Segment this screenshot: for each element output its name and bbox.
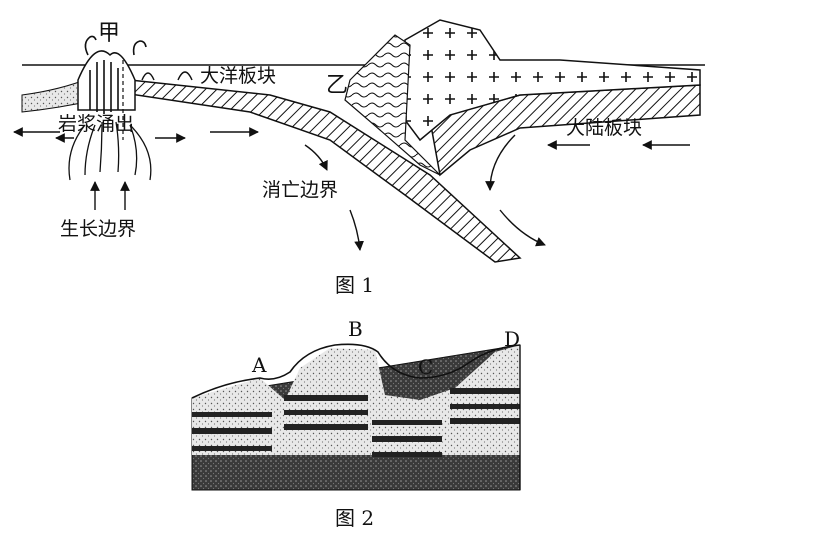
label-c: C — [418, 355, 433, 379]
figure-1-caption: 图 1 — [335, 273, 374, 297]
oceanic-plate-slab — [129, 79, 522, 263]
ridge-magma-lines — [89, 60, 119, 114]
figure-2: A B C D 图 2 — [191, 317, 521, 530]
label-b: B — [348, 317, 363, 341]
label-magma-upwelling: 岩浆涌出 — [58, 113, 134, 135]
ridge-vent-left — [84, 35, 97, 56]
terrain-surface — [191, 343, 521, 399]
accretionary-wedge — [344, 34, 441, 176]
label-a: A — [251, 353, 267, 377]
figure-1: 甲 乙 大洋板块 大陆板块 岩浆涌出 消亡边界 生长边界 图 1 — [13, 19, 705, 297]
label-continental-plate: 大陆板块 — [566, 117, 642, 139]
ridge-vent-right — [132, 40, 147, 56]
label-yi: 乙 — [326, 73, 348, 98]
magma-flow-curves — [68, 121, 152, 181]
seamount-2 — [177, 71, 193, 81]
rock-strata — [192, 388, 520, 457]
mantle-arrow-2 — [499, 209, 546, 247]
label-jia: 甲 — [98, 21, 120, 46]
figure-2-caption: 图 2 — [335, 506, 374, 530]
subduction-arrow-1 — [304, 144, 328, 171]
subduction-arrow-2 — [349, 209, 364, 251]
seamount-1 — [141, 72, 155, 81]
mid-ocean-ridge — [77, 50, 136, 111]
label-growth-boundary: 生长边界 — [60, 218, 136, 240]
label-d: D — [504, 327, 520, 351]
label-subduction-boundary: 消亡边界 — [262, 179, 338, 201]
continental-crust — [404, 19, 701, 142]
label-oceanic-plate: 大洋板块 — [200, 65, 276, 87]
mantle-arrow-1 — [485, 134, 516, 191]
